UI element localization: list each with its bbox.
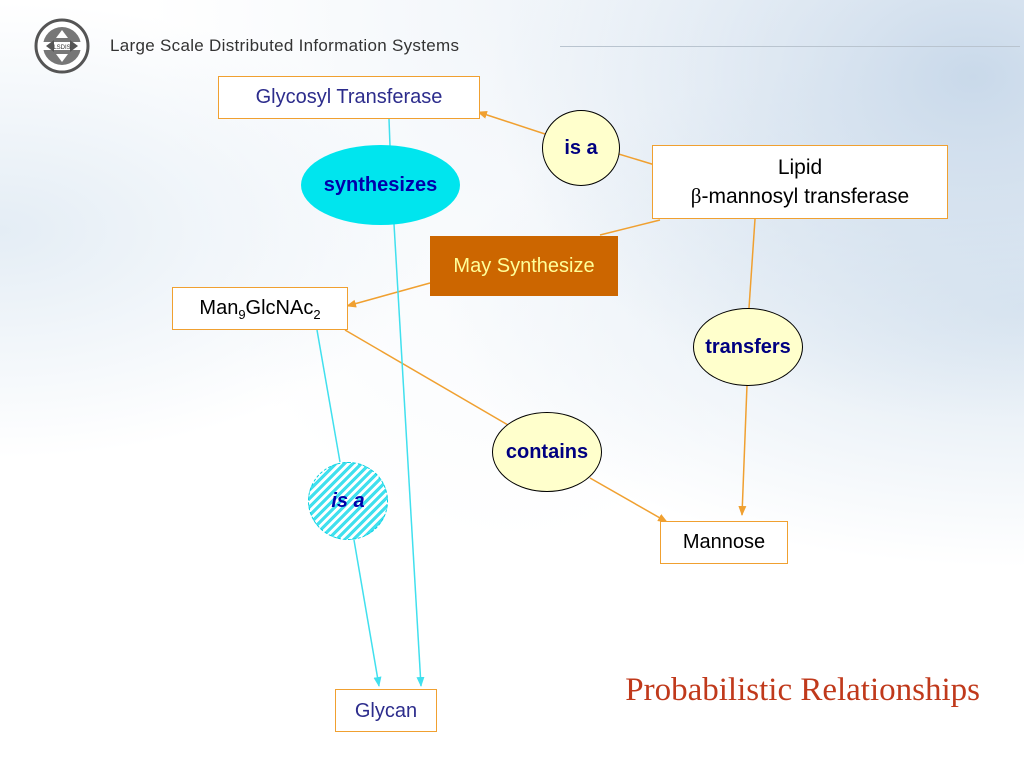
man9-base: Man [199,297,239,319]
slide-header: LSDIS Large Scale Distributed Informatio… [0,0,1024,90]
edge-man9-to-isa [316,329,341,463]
edge-transfers-to-mannose [738,384,748,516]
edge-contains-to-mannose [589,477,668,523]
relation-synthesizes: synthesizes [301,145,460,225]
relation-transfers: transfers [693,308,803,386]
header-title: Large Scale Distributed Information Syst… [110,36,460,55]
relation-is-a-top: is a [542,110,620,186]
man9-sub-9: 9 [238,307,246,322]
node-glycosyl-transferase: Glycosyl Transferase [218,76,480,119]
lipid-line-2-text: -mannosyl transferase [701,185,910,208]
lipid-line-1: Lipid [777,156,823,179]
man9-mid: GlcNAc [245,297,314,319]
edge-glycosyl-to-synth [388,118,391,147]
edge-may-to-man9 [346,282,431,308]
node-mannose: Mannose [660,521,788,564]
edge-synth-to-glycan [393,223,425,687]
man9-sub-2: 2 [313,307,321,322]
edge-lipid-to-transfers [748,218,756,309]
header-divider [560,46,1020,47]
relation-contains: contains [492,412,602,492]
edge-isa-to-glycosyl [477,111,546,135]
logo-text: LSDIS [53,45,70,51]
slide-title: Probabilistic Relationships [625,672,980,708]
node-lipid-mannosyl-transferase: Lipid β-mannosyl transferase [652,145,948,219]
node-glycan: Glycan [335,689,437,732]
relation-is-a-bottom: is a [308,462,388,540]
beta-symbol: β [690,184,702,208]
edge-man9-to-contains [344,329,509,426]
lsdis-logo: LSDIS [34,18,90,74]
relation-may-synthesize: May Synthesize [430,236,618,296]
edge-isa-to-glycan [353,539,382,687]
lipid-line-2: β-mannosyl transferase [653,182,947,211]
edge-lipid-to-may [599,219,661,236]
node-man9glcnac2: Man9GlcNAc2 [172,287,348,330]
